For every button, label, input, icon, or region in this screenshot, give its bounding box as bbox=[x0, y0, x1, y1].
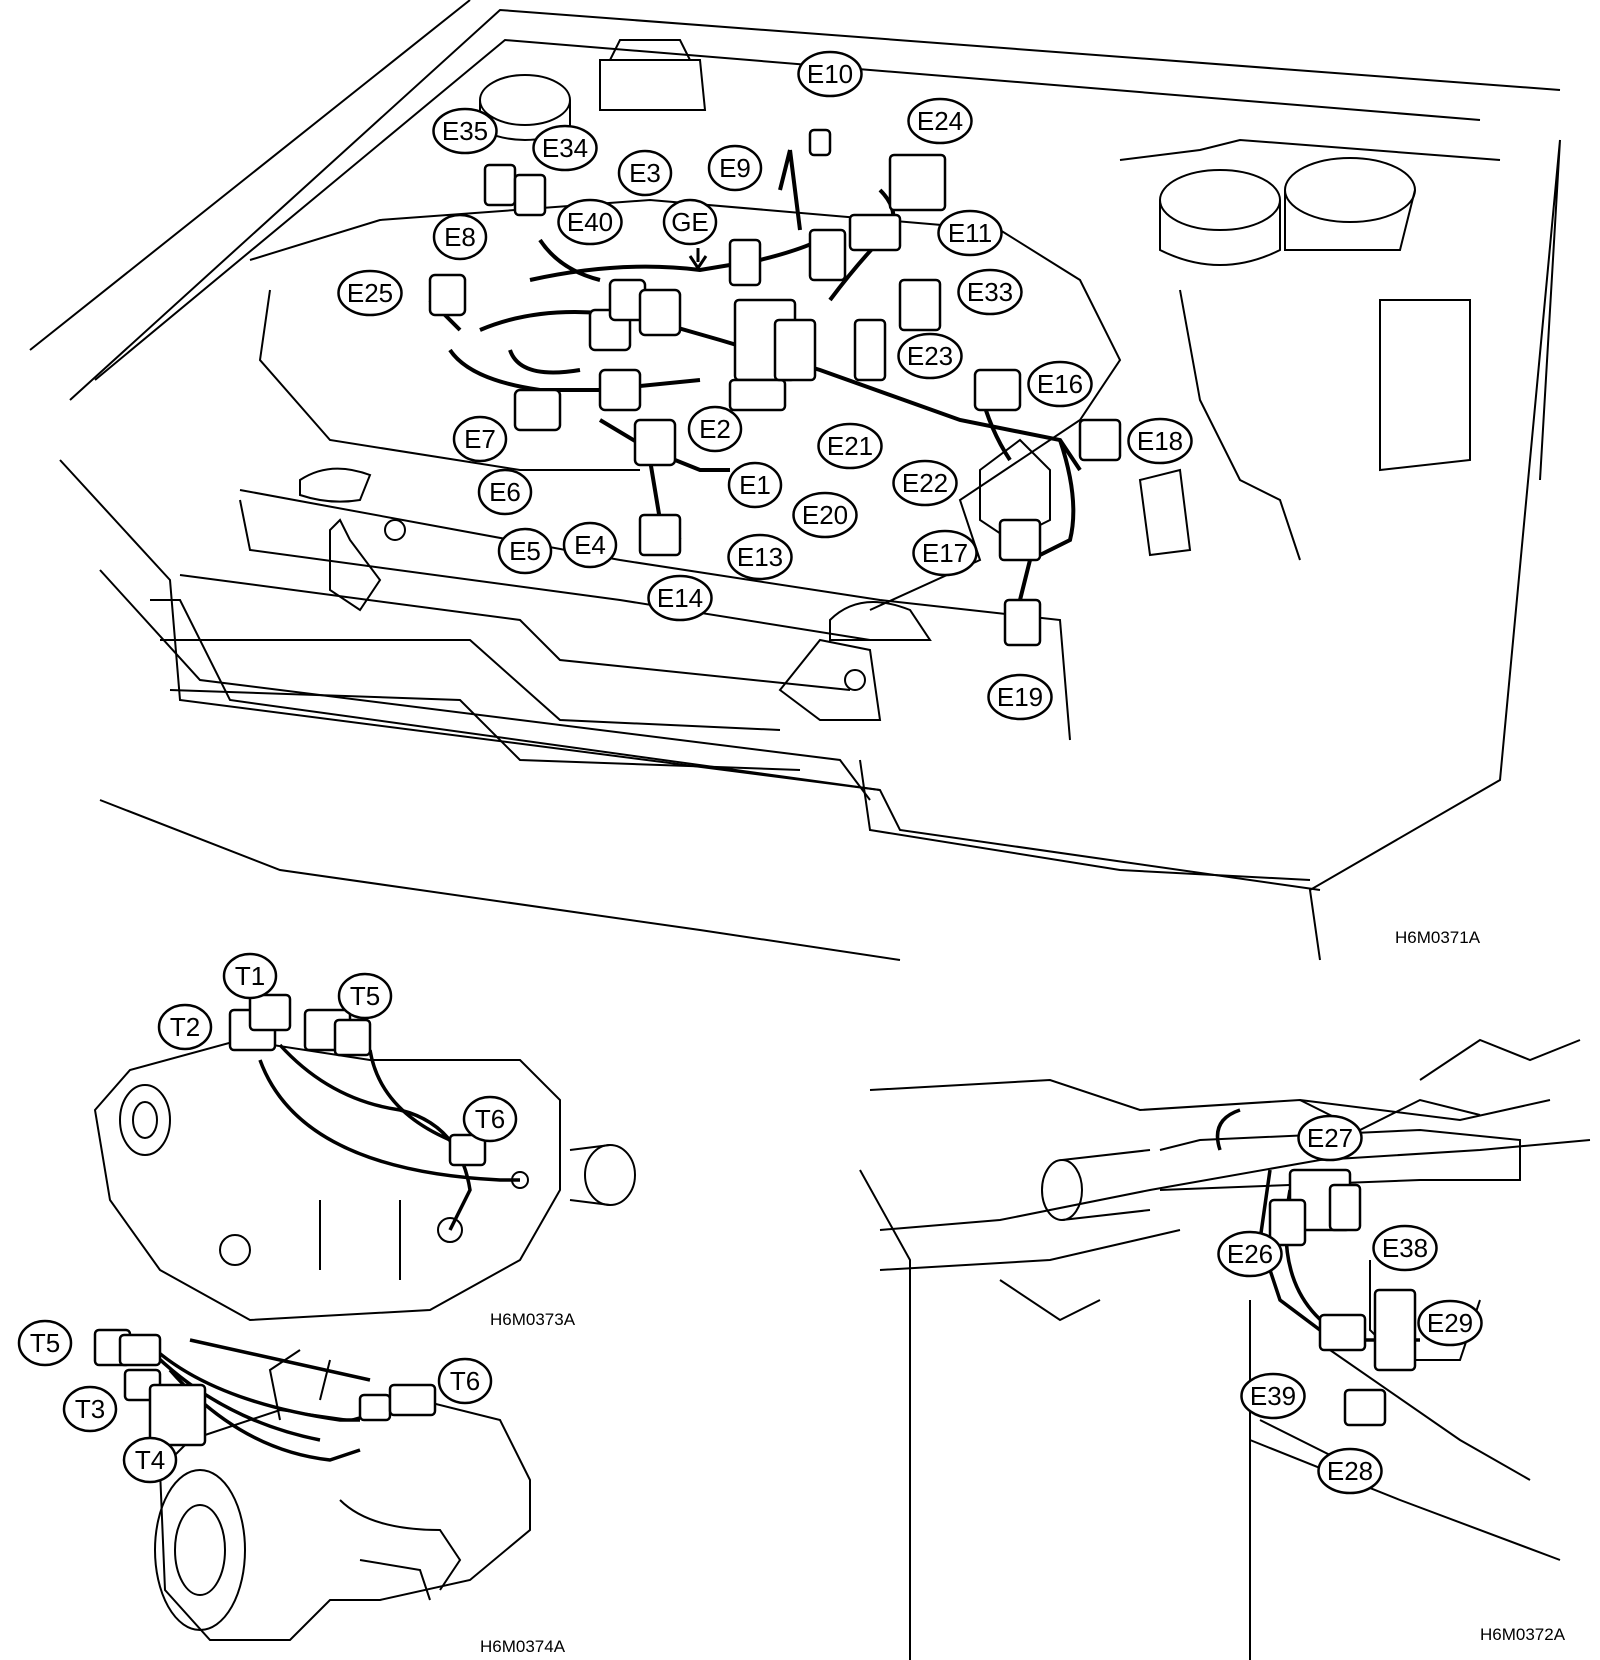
callout-text: E1 bbox=[739, 470, 771, 500]
callout-text: E14 bbox=[657, 583, 703, 613]
callout-transmission_upper-t5: T5 bbox=[337, 972, 393, 1020]
callout-engine-e6: E6 bbox=[477, 468, 533, 516]
callout-text: E2 bbox=[699, 414, 731, 444]
callout-text: E26 bbox=[1227, 1239, 1273, 1269]
callout-transmission_upper-t6: T6 bbox=[462, 1095, 518, 1143]
callout-engine-e21: E21 bbox=[817, 422, 883, 470]
interior-drawing bbox=[859, 1038, 1591, 1660]
callout-engine-e4: E4 bbox=[562, 521, 618, 569]
callout-text: E23 bbox=[907, 341, 953, 371]
callout-engine-e3: E3 bbox=[617, 149, 673, 197]
callout-interior-e28: E28 bbox=[1317, 1447, 1383, 1495]
callout-engine-e8: E8 bbox=[432, 213, 488, 261]
callout-text: E28 bbox=[1327, 1456, 1373, 1486]
callout-text: T5 bbox=[30, 1328, 60, 1358]
callout-text: E17 bbox=[922, 538, 968, 568]
callout-text: E35 bbox=[442, 116, 488, 146]
callout-interior-e26: E26 bbox=[1217, 1230, 1283, 1278]
callout-engine-e16: E16 bbox=[1027, 360, 1093, 408]
transmission-lower-connectors bbox=[93, 1328, 437, 1447]
callout-engine-e24: E24 bbox=[907, 97, 973, 145]
callout-text: E20 bbox=[802, 500, 848, 530]
callout-engine-e5: E5 bbox=[497, 527, 553, 575]
callout-engine-e20: E20 bbox=[792, 491, 858, 539]
callout-transmission_lower-t6: T6 bbox=[437, 1357, 493, 1405]
callout-text: E34 bbox=[542, 133, 588, 163]
interior-connectors bbox=[1268, 1168, 1417, 1427]
callout-engine-e18: E18 bbox=[1127, 417, 1193, 465]
callout-text: E6 bbox=[489, 477, 521, 507]
callout-engine-e23: E23 bbox=[897, 332, 963, 380]
callout-text: E3 bbox=[629, 158, 661, 188]
callout-engine-e1: E1 bbox=[727, 461, 783, 509]
callout-text: E25 bbox=[347, 278, 393, 308]
callout-engine-e17: E17 bbox=[912, 529, 978, 577]
callout-engine-e35: E35 bbox=[432, 107, 498, 155]
figure-code-transmission-lower: H6M0374A bbox=[480, 1637, 566, 1656]
engine-bay-drawing bbox=[29, 0, 1561, 961]
callout-engine-ge: GE bbox=[662, 198, 718, 246]
callout-text: E13 bbox=[737, 542, 783, 572]
callout-text: E18 bbox=[1137, 426, 1183, 456]
callout-engine-e13: E13 bbox=[727, 533, 793, 581]
callout-text: E22 bbox=[902, 468, 948, 498]
callout-text: E19 bbox=[997, 682, 1043, 712]
callout-text: E21 bbox=[827, 431, 873, 461]
callout-engine-e40: E40 bbox=[557, 198, 623, 246]
callout-interior-e39: E39 bbox=[1240, 1372, 1306, 1420]
callout-text: E27 bbox=[1307, 1123, 1353, 1153]
callout-text: T6 bbox=[475, 1104, 505, 1134]
callout-text: E11 bbox=[948, 218, 992, 248]
callout-transmission_upper-t2: T2 bbox=[157, 1003, 213, 1051]
callout-engine-e22: E22 bbox=[892, 459, 958, 507]
callout-engine-e19: E19 bbox=[987, 673, 1053, 721]
callout-text: T1 bbox=[235, 961, 265, 991]
callout-transmission_upper-t1: T1 bbox=[222, 952, 278, 1000]
callout-text: GE bbox=[671, 207, 709, 237]
callout-text: E24 bbox=[917, 106, 963, 136]
callout-interior-e38: E38 bbox=[1372, 1224, 1438, 1272]
callout-engine-e14: E14 bbox=[647, 574, 713, 622]
callout-interior-e29: E29 bbox=[1417, 1299, 1483, 1347]
callout-text: E40 bbox=[567, 207, 613, 237]
callout-text: E4 bbox=[574, 530, 606, 560]
callout-text: T6 bbox=[450, 1366, 480, 1396]
callout-transmission_lower-t3: T3 bbox=[62, 1385, 118, 1433]
callout-engine-e2: E2 bbox=[687, 405, 743, 453]
callout-interior-e27: E27 bbox=[1297, 1114, 1363, 1162]
transmission-upper-connectors bbox=[228, 993, 487, 1167]
callout-text: T3 bbox=[75, 1394, 105, 1424]
callout-transmission_lower-t4: T4 bbox=[122, 1436, 178, 1484]
figure-code-engine: H6M0371A bbox=[1395, 928, 1481, 947]
callout-text: E29 bbox=[1427, 1308, 1473, 1338]
callout-text: E16 bbox=[1037, 369, 1083, 399]
callout-text: T4 bbox=[135, 1445, 165, 1475]
callout-engine-e33: E33 bbox=[957, 268, 1023, 316]
transmission-upper-drawing bbox=[93, 1038, 636, 1322]
callout-text: E10 bbox=[807, 59, 853, 89]
callout-engine-e34: E34 bbox=[532, 124, 598, 172]
callout-text: T5 bbox=[350, 981, 380, 1011]
callout-engine-e10: E10 bbox=[797, 50, 863, 98]
callout-text: E38 bbox=[1382, 1233, 1428, 1263]
callout-text: E5 bbox=[509, 536, 541, 566]
callout-engine-e7: E7 bbox=[452, 415, 508, 463]
callout-text: E8 bbox=[444, 222, 476, 252]
callout-engine-e11: E11 bbox=[937, 209, 1003, 257]
callout-engine-e25: E25 bbox=[337, 269, 403, 317]
callout-text: T2 bbox=[170, 1012, 200, 1042]
engine-connectors bbox=[428, 128, 1122, 647]
callout-text: E9 bbox=[719, 153, 751, 183]
callout-text: E33 bbox=[967, 277, 1013, 307]
callout-text: E39 bbox=[1250, 1381, 1296, 1411]
callout-engine-e9: E9 bbox=[707, 144, 763, 192]
callout-text: E7 bbox=[464, 424, 496, 454]
figure-code-transmission-upper: H6M0373A bbox=[490, 1310, 576, 1329]
callout-transmission_lower-t5: T5 bbox=[17, 1319, 73, 1367]
figure-code-interior: H6M0372A bbox=[1480, 1625, 1566, 1644]
